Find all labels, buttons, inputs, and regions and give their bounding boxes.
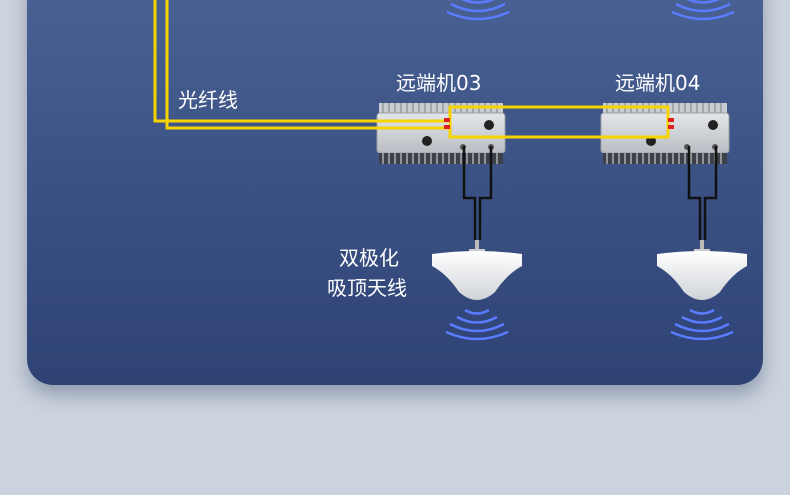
signal-waves-icon [444,308,510,341]
ceiling-antenna-04 [657,240,747,300]
remote-unit-04-label: 远端机04 [615,71,701,95]
signal-waves-icon [670,0,736,21]
remote-unit-03 [376,102,506,165]
antenna-label-line2: 吸顶天线 [327,276,407,300]
remote-unit-03-label: 远端机03 [396,71,482,95]
signal-waves-icon [669,308,735,341]
signal-waves-icon [445,0,511,21]
antenna-cable [462,146,718,240]
diagram-panel [27,0,763,385]
ceiling-antenna-03 [432,240,522,300]
fiber-connector [444,118,674,129]
remote-unit-04 [600,102,730,165]
fiber-label: 光纤线 [178,88,238,112]
antenna-label-line1: 双极化 [339,246,399,270]
